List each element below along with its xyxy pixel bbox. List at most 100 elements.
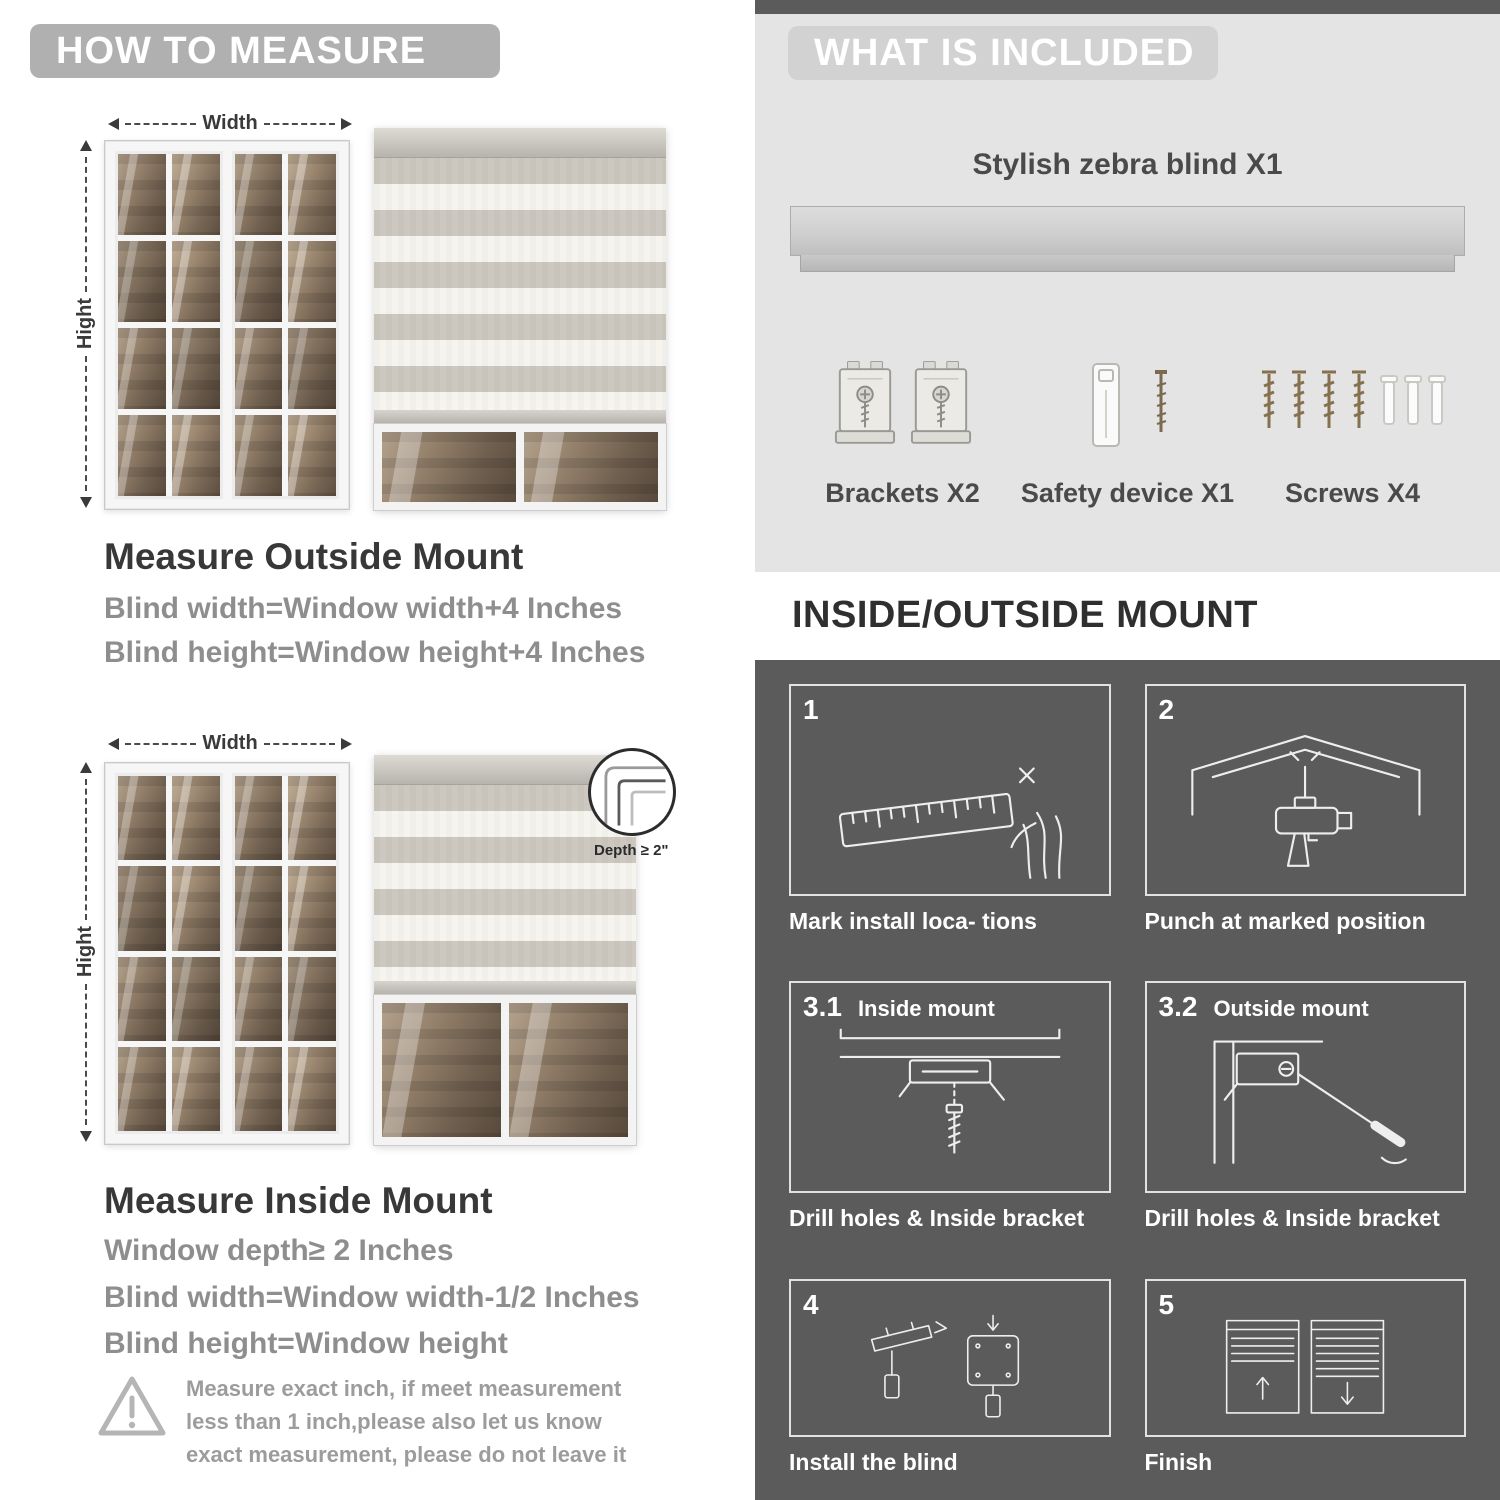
width-label: Width (202, 112, 258, 134)
depth-note: Depth ≥ 2" (594, 842, 669, 859)
dashed-line (84, 779, 87, 921)
screws-icon (1261, 370, 1446, 428)
step-5-illustration (1226, 1319, 1385, 1414)
window-sash (115, 151, 223, 499)
step-box: 4 (789, 1278, 1111, 1437)
blind-bottom-rail (374, 981, 636, 995)
arrow-left-icon (108, 737, 119, 750)
height-label: Hight (74, 926, 96, 978)
window-pane (171, 415, 220, 496)
inside-mount-heading: Measure Inside Mount (104, 1180, 493, 1221)
dashed-line (84, 983, 87, 1125)
window-pane (171, 866, 220, 951)
width-label: Width (202, 732, 258, 754)
how-to-measure-title: HOW TO MEASURE (30, 24, 500, 78)
window-pane (234, 1046, 283, 1131)
step-box: 2 (1144, 684, 1466, 896)
window-pane (382, 1003, 501, 1137)
window-illustration-outside (104, 140, 350, 510)
step-number: 3.2 (1158, 991, 1198, 1023)
window-pane (118, 241, 166, 322)
outside-mount-heading: Measure Outside Mount (104, 536, 524, 577)
window-pane (234, 328, 283, 409)
step-number: 5 (1158, 1288, 1175, 1320)
window-pane (288, 154, 336, 235)
window-pane (234, 866, 283, 951)
mount-step-5: 5 Finish (1144, 1278, 1466, 1500)
window-sash (115, 773, 223, 1134)
safety-device-icon (1063, 354, 1193, 454)
screws-label: Screws X4 (1284, 478, 1421, 508)
step-tag: Outside mount (1213, 996, 1369, 1022)
window-pane (234, 956, 283, 1041)
step-box: 3.1 Inside mount (789, 981, 1111, 1194)
mount-step-1: 1 Mark install loca- tions (789, 684, 1111, 959)
window-pane (234, 241, 283, 322)
window-pane (171, 1046, 220, 1131)
zebra-blind-illustration-outside (373, 128, 667, 511)
height-label: Hight (74, 298, 96, 350)
arrow-up-icon (79, 140, 92, 151)
mount-step-3-1: 3.1 Inside mount Drill holes & Inside bra… (789, 981, 1111, 1256)
window-pane (524, 432, 658, 502)
what-is-included-title: WHAT IS INCLUDED (788, 26, 1218, 80)
included-item-screws: Screws X4 (1240, 354, 1465, 509)
window-corner-icon (604, 766, 666, 826)
bracket-icon (910, 360, 971, 444)
inside-mount-rule-width: Blind width=Window width-1/2 Inches (104, 1281, 640, 1314)
window-pane (118, 328, 166, 409)
blind-stripes (374, 785, 636, 981)
step-tag: Inside mount (857, 996, 995, 1022)
step-number: 1 (803, 694, 819, 725)
width-arrow: Width (108, 112, 353, 135)
dashed-line (125, 122, 197, 125)
window-pane (171, 241, 220, 322)
headrail-lip (800, 255, 1455, 272)
step-number: 2 (1158, 694, 1175, 725)
window-pane (288, 1046, 336, 1131)
warning-triangle-icon (98, 1376, 166, 1436)
dashed-line (84, 157, 87, 293)
step-box: 3.2 Outside mount (1144, 981, 1466, 1194)
inside-outside-mount-title: INSIDE/OUTSIDE MOUNT (792, 594, 1259, 636)
dashed-line (125, 742, 197, 745)
outside-mount-rule-width: Blind width=Window width+4 Inches (104, 592, 623, 625)
dashed-line (263, 122, 336, 125)
window-pane (234, 154, 283, 235)
brackets-label: Brackets X2 (825, 478, 980, 508)
step-number: 4 (803, 1288, 819, 1320)
step-4-illustration (870, 1314, 1019, 1418)
step-box: 1 (789, 684, 1111, 896)
window-pane (234, 776, 283, 861)
window-pane (171, 328, 220, 409)
step-number: 3.1 (803, 991, 842, 1023)
window-illustration-inside (104, 762, 350, 1145)
dashed-line (84, 355, 87, 491)
safety-device-icon (1091, 363, 1167, 447)
window-pane (288, 866, 336, 951)
window-pane (118, 956, 166, 1041)
inside-mount-rule-height: Blind height=Window height (104, 1327, 508, 1360)
safety-device-label: Safety device X1 (1020, 478, 1235, 508)
inside-mount-rule-depth: Window depth≥ 2 Inches (104, 1234, 454, 1267)
outside-mount-rule-height: Blind height=Window height+4 Inches (104, 636, 646, 669)
product-label: Stylish zebra blind X1 (972, 148, 1283, 181)
window-pane (118, 1046, 166, 1131)
window-pane (288, 241, 336, 322)
arrow-left-icon (108, 117, 119, 130)
zebra-blind-headrail (790, 206, 1465, 272)
window-pane (382, 432, 516, 502)
included-item-safety-device: Safety device X1 (1015, 354, 1240, 509)
window-pane (288, 956, 336, 1041)
bracket-icon (834, 354, 972, 454)
step-caption: Install the blind (789, 1448, 958, 1475)
window-pane (118, 776, 166, 861)
step-box: 5 (1144, 1278, 1466, 1437)
blind-stripes (374, 158, 666, 410)
step-caption: Drill holes & Inside bracket (789, 1205, 1085, 1232)
window-sash (231, 773, 339, 1134)
mount-step-2: 2 Punch at marked position (1144, 684, 1466, 959)
arrow-down-icon (79, 1131, 92, 1142)
height-arrow: Hight (74, 140, 97, 508)
